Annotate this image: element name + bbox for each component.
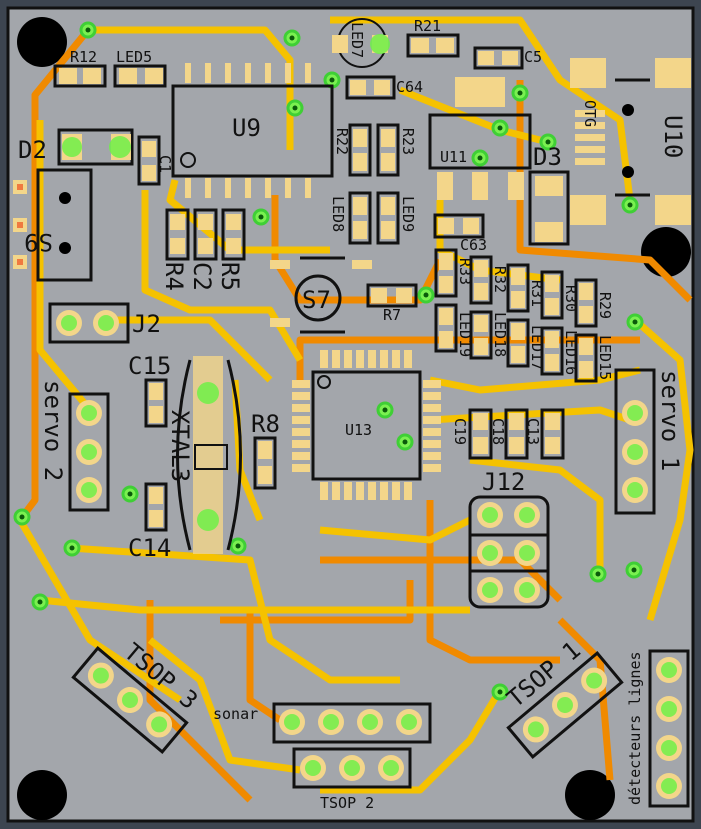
j2-header[interactable]: J2 (48, 302, 161, 344)
u11-pads (437, 172, 524, 200)
d2-label: D2 (18, 136, 47, 164)
tsop2-header[interactable]: TSOP 2 (292, 747, 412, 812)
j2-label: J2 (132, 310, 161, 338)
sonar-header[interactable]: sonar (213, 702, 432, 744)
r23-resistor[interactable]: R23 (376, 123, 417, 177)
otg-label: OTG (581, 100, 599, 127)
s7-transistor[interactable]: S7 (270, 256, 372, 334)
r12-label: R12 (70, 48, 97, 66)
s9-label: S9 (24, 228, 53, 256)
c63-capacitor[interactable]: C63 (433, 213, 487, 254)
detecteurs-lignes-header[interactable]: détecteurs lignes (626, 649, 690, 808)
r32-label: R32 (491, 266, 509, 293)
vias (13, 21, 644, 701)
r23-label: R23 (399, 128, 417, 155)
c15-capacitor[interactable]: C15 (128, 352, 171, 428)
c5-capacitor[interactable]: C5 (473, 46, 542, 70)
r21-label: R21 (414, 17, 441, 35)
c63-label: C63 (460, 236, 487, 254)
c15-label: C15 (128, 352, 171, 380)
c1-label: C1 (156, 155, 174, 173)
d3-diode[interactable]: D3 (528, 143, 570, 246)
u13-ic[interactable]: U13 (311, 370, 422, 481)
c13-capacitor[interactable]: C13 (524, 408, 565, 460)
u11-label: U11 (440, 148, 467, 166)
led8-label: LED8 (329, 196, 347, 232)
r4-label: R4 (160, 262, 188, 291)
c19-capacitor[interactable]: C19 (451, 408, 493, 460)
u13-pins (292, 350, 441, 500)
left-edge-pads (13, 180, 27, 269)
c1-capacitor[interactable]: C1 (137, 135, 174, 186)
r21-resistor[interactable]: R21 (406, 17, 460, 58)
c64-capacitor[interactable]: C64 (345, 75, 423, 100)
r5-resistor[interactable]: R5 (216, 208, 246, 291)
u11-ic[interactable]: U11 (428, 113, 532, 170)
led15[interactable]: LED15 (574, 333, 614, 383)
led5[interactable]: LED5 (113, 48, 167, 88)
c2-capacitor[interactable]: C2 (188, 208, 218, 291)
led7-label: LED7 (348, 22, 366, 58)
led9-label: LED9 (399, 196, 417, 232)
c18-label: C18 (489, 418, 507, 445)
r5-label: R5 (216, 262, 244, 291)
s7-label: S7 (302, 286, 331, 314)
led7[interactable]: LED7 (332, 18, 390, 68)
c18-capacitor[interactable]: C18 (489, 408, 529, 460)
u9-label: U9 (232, 114, 261, 142)
servo1-label: servo 1 (656, 370, 684, 471)
j12-header[interactable]: J12 (468, 468, 550, 609)
tsop2-label: TSOP 2 (320, 794, 374, 812)
xtal3-crystal[interactable]: XTAL3 (166, 356, 242, 554)
led8[interactable]: LED8 (329, 191, 372, 245)
u9-pins (185, 63, 311, 198)
top-traces (16, 16, 694, 794)
r32-resistor[interactable]: R32 (469, 255, 509, 305)
c14-label: C14 (128, 534, 171, 562)
r8-resistor[interactable]: R8 (251, 410, 280, 490)
regulator-tab-pad (455, 77, 505, 107)
c14-capacitor[interactable]: C14 (128, 482, 171, 562)
r8-label: R8 (251, 410, 280, 438)
c64-label: C64 (396, 78, 423, 96)
u10-usb-otg-connector[interactable]: U10 OTG (570, 58, 691, 225)
c19-label: C19 (451, 418, 469, 445)
servo1-header[interactable]: servo 1 (614, 368, 684, 515)
c2-label: C2 (188, 262, 216, 291)
c5-label: C5 (524, 48, 542, 66)
servo2-header[interactable]: servo 2 (39, 380, 110, 512)
xtal3-label: XTAL3 (166, 410, 194, 482)
s9-switch[interactable]: S9 (24, 168, 93, 282)
r29-label: R29 (596, 292, 614, 319)
u9-ic[interactable]: U9 (171, 84, 334, 178)
led9[interactable]: LED9 (376, 191, 417, 245)
u13-label: U13 (345, 421, 372, 439)
detecteurs-lignes-label: détecteurs lignes (626, 651, 644, 805)
r7-label: R7 (383, 306, 401, 324)
r22-label: R22 (333, 128, 351, 155)
led18[interactable]: LED18 (469, 310, 509, 360)
servo2-label: servo 2 (39, 380, 67, 481)
r4-resistor[interactable]: R4 (160, 208, 190, 291)
sonar-label: sonar (213, 705, 258, 723)
u10-label: U10 (659, 115, 687, 158)
led5-label: LED5 (116, 48, 152, 66)
led15-label: LED15 (596, 335, 614, 380)
led18-label: LED18 (491, 312, 509, 357)
r12-resistor[interactable]: R12 (53, 48, 107, 88)
r7-resistor[interactable]: R7 (366, 283, 418, 324)
d2-diode[interactable]: D2 (18, 128, 134, 166)
tsop3-header[interactable]: TSOP 3 (71, 623, 207, 754)
d3-label: D3 (533, 143, 562, 171)
r29-resistor[interactable]: R29 (574, 278, 614, 328)
c13-label: C13 (524, 418, 542, 445)
j12-label: J12 (482, 468, 525, 496)
r22-resistor[interactable]: R22 (333, 123, 372, 177)
